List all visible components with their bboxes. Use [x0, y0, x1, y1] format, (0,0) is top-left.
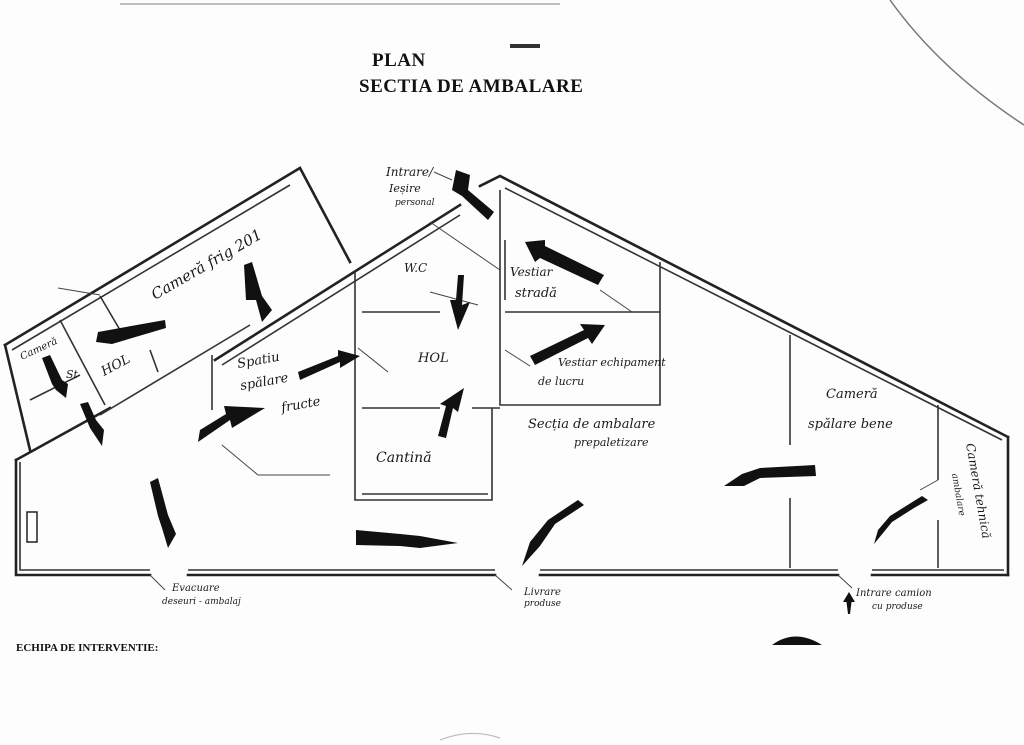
flow-arrow-icon: [244, 262, 272, 322]
label-intrare-produse-2: cu produse: [872, 602, 923, 612]
flow-arrow-icon: [530, 324, 605, 365]
flow-arrow-icon: [198, 406, 265, 442]
flow-arrow-icon: [450, 275, 470, 330]
label-intrare-3: personal: [395, 198, 435, 208]
flow-arrow-icon: [42, 355, 68, 398]
label-vestiar-2: stradă: [515, 286, 557, 301]
label-camera-tehnica-1: Cameră tehnică: [963, 442, 994, 540]
label-intrare-2: Ieșire: [388, 182, 421, 195]
label-sectia-2: prepaletizare: [574, 436, 649, 449]
label-camera-tehnica-2: ambalare: [949, 473, 966, 517]
label-hol-center: HOL: [417, 351, 449, 366]
scan-curve: [889, 0, 1024, 126]
label-vestiar-echip-1: Vestiar echipament: [558, 356, 666, 369]
label-hol-left: HOL: [98, 352, 133, 380]
room-labels: Cameră frig 201 Cameră St HOL Spatiu spă…: [19, 225, 994, 539]
label-intrare-1: Intrare/: [385, 165, 435, 179]
interior-partitions: [26, 190, 939, 591]
label-st: St: [66, 368, 79, 381]
flow-arrow-icon: [96, 320, 166, 344]
flow-arrow-icon: [452, 170, 494, 220]
access-labels: Intrare/ Ieșire personal Evacuare deseur…: [162, 165, 932, 612]
flow-arrow-icon: [80, 402, 104, 446]
label-cantina: Cantină: [376, 450, 432, 466]
scan-smudge: [439, 732, 501, 741]
flow-arrow-icon: [525, 240, 604, 285]
label-spatiu-1: Spatiu: [236, 350, 281, 372]
label-camera-mic: Cameră: [19, 336, 60, 363]
label-evacuare-2: deseuri - ambalaj: [162, 597, 241, 607]
flow-arrow-icon: [874, 496, 928, 544]
flow-arrow-icon: [724, 465, 816, 486]
intervention-team-label: ECHIPA DE INTERVENTIE:: [16, 642, 159, 654]
annex-walls: [3, 166, 352, 452]
label-camera-spalare-2: spălare bene: [808, 417, 893, 432]
plan-title: PLAN: [372, 50, 426, 71]
label-spatiu-2: spălare: [239, 371, 290, 394]
main-building-walls: [14, 174, 1010, 577]
scan-mark: [510, 44, 540, 48]
label-wc: W.C: [404, 261, 427, 275]
flow-arrow-icon: [150, 478, 176, 548]
label-intrare-produse-1: Intrare camion: [855, 588, 932, 599]
label-spatiu-3: fructe: [279, 394, 322, 416]
flow-arrows: [42, 170, 928, 614]
flow-arrow-icon: [356, 530, 458, 548]
flow-arrow-icon: [438, 388, 464, 438]
scan-blot: [772, 636, 822, 645]
label-sectia-1: Secția de ambalare: [528, 417, 656, 432]
label-vestiar-1: Vestiar: [510, 265, 554, 279]
label-livrare-2: produse: [524, 599, 561, 609]
label-camera-spalare-1: Cameră: [826, 387, 878, 402]
label-livrare-1: Livrare: [523, 587, 561, 598]
flow-arrow-icon: [298, 350, 360, 380]
up-arrow-icon: [843, 592, 855, 602]
plan-subtitle: SECTIA DE AMBALARE: [359, 76, 584, 97]
flow-arrow-icon: [522, 500, 584, 566]
label-vestiar-echip-2: de lucru: [538, 375, 584, 388]
label-evacuare-1: Evacuare: [171, 583, 220, 594]
